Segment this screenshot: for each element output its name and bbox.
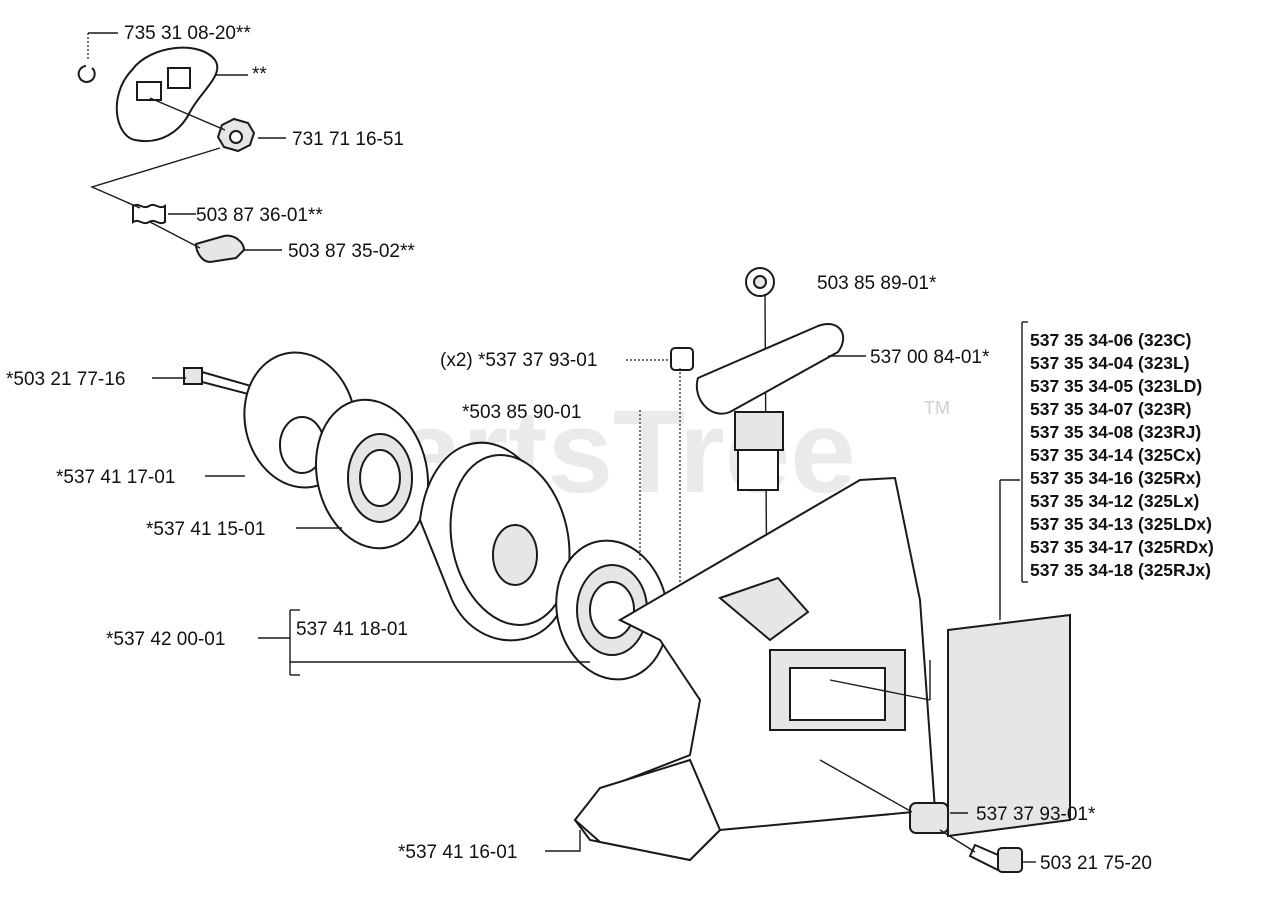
callout-503-85-89-01[interactable]: 503 85 89-01* — [817, 273, 937, 294]
decal-part[interactable] — [947, 613, 1071, 838]
decal-part-number-list: 537 35 34-06 (323C) 537 35 34-04 (323L) … — [1030, 330, 1214, 580]
callout-503-87-36-01[interactable]: 503 87 36-01** — [196, 205, 323, 226]
pawl-spring-part[interactable] — [132, 203, 166, 225]
callout-x2-537-37-93-01[interactable]: (x2) *537 37 93-01 — [440, 350, 597, 371]
pawl-part[interactable] — [194, 234, 246, 264]
decal-list-item[interactable]: 537 35 34-08 (323RJ) — [1030, 422, 1201, 442]
decal-list-item[interactable]: 537 35 34-12 (325Lx) — [1030, 491, 1199, 511]
rope-clip-part[interactable] — [745, 267, 775, 297]
housing-sleeve-part[interactable] — [909, 802, 949, 834]
rope-guide-part[interactable] — [670, 347, 694, 371]
decal-list-item[interactable]: 537 35 34-18 (325RJx) — [1030, 560, 1211, 580]
lock-washer-part[interactable] — [77, 65, 96, 83]
watermark-trademark: TM — [924, 398, 950, 418]
callout-537-41-18-01[interactable]: 537 41 18-01 — [296, 619, 408, 640]
starter-cover-part[interactable] — [115, 46, 219, 143]
callout-735-31-08-20[interactable]: 735 31 08-20** — [124, 23, 251, 44]
decal-list-item[interactable]: 537 35 34-13 (325LDx) — [1030, 514, 1212, 534]
starter-handle-part[interactable] — [695, 323, 845, 491]
callout-537-00-84-01[interactable]: 537 00 84-01* — [870, 347, 990, 368]
callout-537-41-15-01[interactable]: *537 41 15-01 — [146, 519, 265, 540]
callout-503-21-77-16[interactable]: *503 21 77-16 — [6, 369, 125, 390]
callout-731-71-16-51[interactable]: 731 71 16-51 — [292, 129, 404, 150]
flange-nut-part[interactable] — [216, 117, 256, 153]
decal-list-item[interactable]: 537 35 34-14 (325Cx) — [1030, 445, 1201, 465]
bearing-ring-part[interactable] — [544, 530, 681, 690]
callout-537-37-93-01[interactable]: 537 37 93-01* — [976, 804, 1096, 825]
housing-screw-part[interactable] — [968, 843, 1023, 873]
decal-list-item[interactable]: 537 35 34-07 (323R) — [1030, 399, 1192, 419]
starter-pulley-part[interactable] — [418, 441, 585, 642]
callout-503-87-35-02[interactable]: 503 87 35-02** — [288, 241, 415, 262]
decal-list-item[interactable]: 537 35 34-04 (323L) — [1030, 353, 1190, 373]
decal-list-item[interactable]: 537 35 34-06 (323C) — [1030, 330, 1192, 350]
starter-housing-part[interactable] — [573, 476, 937, 862]
callout-503-85-90-01[interactable]: *503 85 90-01 — [462, 402, 581, 423]
callout-537-41-16-01[interactable]: *537 41 16-01 — [398, 842, 517, 863]
callout-503-21-75-20[interactable]: 503 21 75-20 — [1040, 853, 1152, 874]
decal-list-item[interactable]: 537 35 34-16 (325Rx) — [1030, 468, 1201, 488]
recoil-spring-part[interactable] — [303, 389, 442, 559]
decal-list-item[interactable]: 537 35 34-05 (323LD) — [1030, 376, 1202, 396]
callout-cover-note[interactable]: ** — [252, 64, 267, 85]
callout-537-41-17-01[interactable]: *537 41 17-01 — [56, 467, 175, 488]
callout-537-42-00-01[interactable]: *537 42 00-01 — [106, 629, 225, 650]
decal-list-item[interactable]: 537 35 34-17 (325RDx) — [1030, 537, 1214, 557]
